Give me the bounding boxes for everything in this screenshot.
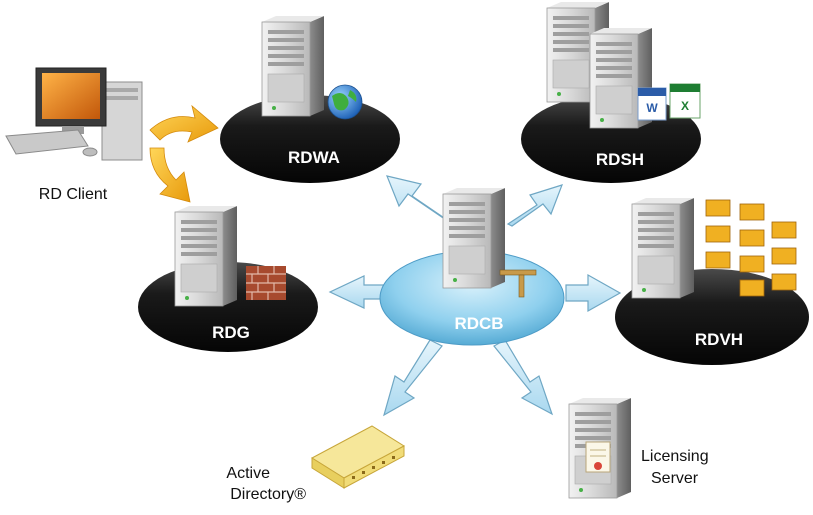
rdvh-label: RDVH [695, 330, 743, 349]
excel-document-icon: X [669, 83, 701, 119]
rdwa-platform [220, 95, 400, 183]
active-directory-book-icon [311, 425, 405, 489]
arrow-to-rdg [328, 275, 388, 309]
broker-tool-icon [499, 269, 537, 298]
word-document-icon: W [637, 87, 667, 121]
certificate-icon [585, 441, 611, 473]
arrow-to-ad [383, 339, 443, 417]
rdwa-server [261, 15, 325, 117]
active-directory-label-line2: Directory® [230, 486, 306, 503]
svg-text:W: W [646, 101, 658, 115]
licensing-server-label-line1: Licensing [641, 448, 709, 465]
rdwa-label: RDWA [288, 148, 340, 167]
arrow-to-rdvh [565, 273, 622, 313]
hub-arrows [328, 175, 622, 417]
svg-text:X: X [681, 99, 689, 113]
client-arrow-to-rdwa [149, 104, 219, 143]
rdsh-label: RDSH [596, 150, 644, 169]
rdg-label: RDG [212, 323, 250, 342]
client-arrow-to-rdg [149, 147, 191, 203]
rdvh-server [631, 197, 695, 299]
rdcb-label: RDCB [454, 314, 503, 333]
globe-icon [327, 84, 363, 120]
rd-client-label: RD Client [39, 186, 108, 203]
virtual-desktops-icon [705, 199, 797, 297]
firewall-brick-icon [246, 266, 286, 300]
active-directory-label-line1: Active [226, 465, 270, 482]
client-arrows [149, 104, 219, 203]
licensing-server-label-line2: Server [651, 470, 699, 487]
rdcb-server [442, 187, 506, 289]
rd-client-computer-icon [5, 67, 143, 161]
arrow-to-rdsh [506, 184, 563, 227]
rdg-server [174, 205, 238, 307]
arrow-to-licensing [493, 339, 554, 416]
